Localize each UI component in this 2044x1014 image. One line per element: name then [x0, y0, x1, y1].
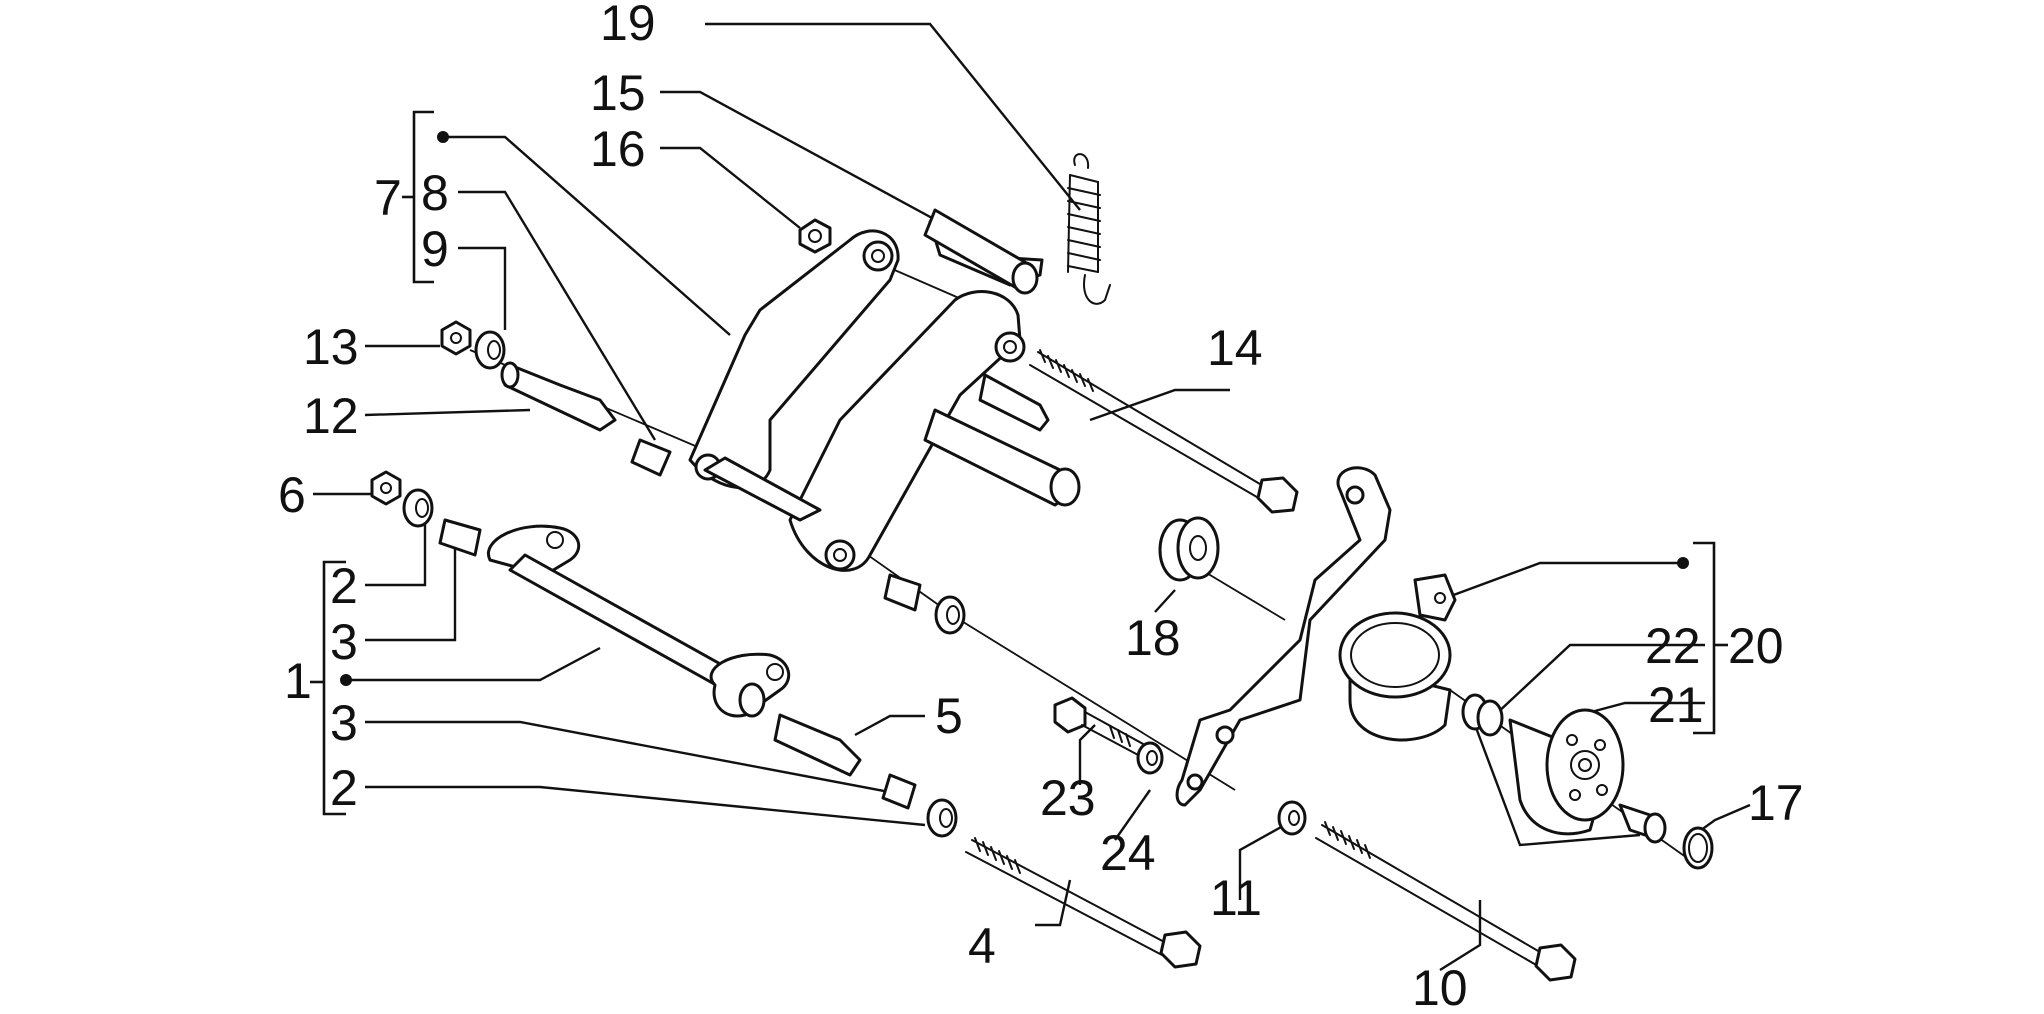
label-10: 10	[1412, 960, 1468, 1014]
label-18: 18	[1125, 610, 1181, 666]
cross-tube	[703, 373, 1081, 522]
nut-6	[370, 470, 402, 506]
label-17: 17	[1748, 775, 1804, 831]
washer-24	[1136, 741, 1164, 775]
bushing-22	[1461, 693, 1504, 737]
circlip-17	[1682, 826, 1714, 870]
label-16: 16	[590, 121, 646, 177]
spacer-5	[773, 713, 917, 810]
label-24: 24	[1100, 825, 1156, 881]
dot-marker-1	[340, 674, 352, 686]
leader-11	[1238, 820, 1291, 900]
washer-9	[474, 330, 506, 370]
group-brackets	[310, 110, 1728, 816]
spring-19	[1067, 153, 1111, 305]
leader-12	[364, 408, 531, 417]
leader-8	[458, 190, 657, 441]
bushing-21-end	[1618, 803, 1667, 844]
leader-20-dot	[1439, 561, 1678, 602]
bearing-18	[1158, 516, 1220, 582]
bolt-23	[1053, 696, 1146, 757]
leader-19	[705, 22, 1081, 211]
damper-housing-20	[1338, 573, 1457, 742]
leader-2b	[365, 785, 926, 827]
nut-16	[798, 218, 832, 254]
label-21: 21	[1648, 677, 1704, 733]
leader-18	[1154, 589, 1176, 613]
spacer-12	[500, 361, 672, 477]
label-6: 6	[278, 467, 306, 523]
dot-marker-20	[1677, 557, 1689, 569]
mounting-bracket	[1175, 466, 1392, 807]
nut-13	[440, 320, 472, 356]
part-labels: 19 15 16 7 8 9 13 12 6 2 3 1 3 2 5 14 18…	[278, 0, 1804, 1014]
dot-marker-7	[437, 131, 449, 143]
link-plate-right	[788, 290, 1026, 572]
label-2-top: 2	[330, 558, 358, 614]
leader-9	[458, 246, 507, 330]
label-23: 23	[1040, 770, 1096, 826]
bracket-1	[322, 560, 346, 816]
label-22: 22	[1645, 618, 1701, 674]
leader-3a	[365, 548, 457, 642]
washer-2-top	[402, 488, 434, 528]
leader-24	[1114, 789, 1151, 841]
leader-7-dot	[445, 135, 731, 336]
label-19: 19	[600, 0, 656, 51]
leader-2a	[365, 522, 427, 587]
washer-2-bottom	[926, 798, 958, 838]
label-3-bottom: 3	[330, 695, 358, 751]
label-14: 14	[1207, 320, 1263, 376]
label-9: 9	[421, 221, 449, 277]
label-15: 15	[590, 65, 646, 121]
leader-15	[660, 90, 946, 227]
label-13: 13	[303, 319, 359, 375]
silent-block-21	[1508, 708, 1625, 836]
bushing-3-top	[438, 518, 482, 557]
leader-16	[660, 146, 801, 229]
bolt-4	[965, 837, 1202, 969]
label-3-top: 3	[330, 614, 358, 670]
bolt-14	[1029, 349, 1299, 514]
bushing-8	[883, 573, 966, 635]
label-12: 12	[303, 388, 359, 444]
bracket-20	[1693, 541, 1716, 735]
leader-4	[1035, 879, 1072, 927]
leader-3b	[365, 720, 906, 797]
label-8: 8	[421, 165, 449, 221]
leader-22	[1494, 643, 1705, 716]
leader-21-fork	[1473, 724, 1641, 847]
leader-5	[854, 714, 925, 737]
label-4: 4	[968, 918, 996, 974]
bolt-10	[1315, 821, 1577, 982]
swing-arm-axle-1	[486, 524, 791, 718]
pin-15	[923, 208, 1044, 295]
label-2-bottom: 2	[330, 760, 358, 816]
leader-14	[1089, 388, 1230, 422]
label-20: 20	[1728, 618, 1784, 674]
label-7: 7	[374, 170, 402, 226]
leader-lines	[313, 22, 1751, 972]
label-1: 1	[284, 653, 312, 709]
label-11: 11	[1210, 870, 1262, 926]
part-drawings	[370, 153, 1714, 982]
washer-11	[1277, 800, 1307, 836]
label-5: 5	[935, 688, 963, 744]
leader-1-dot	[350, 646, 601, 682]
leader-10	[1439, 900, 1482, 972]
